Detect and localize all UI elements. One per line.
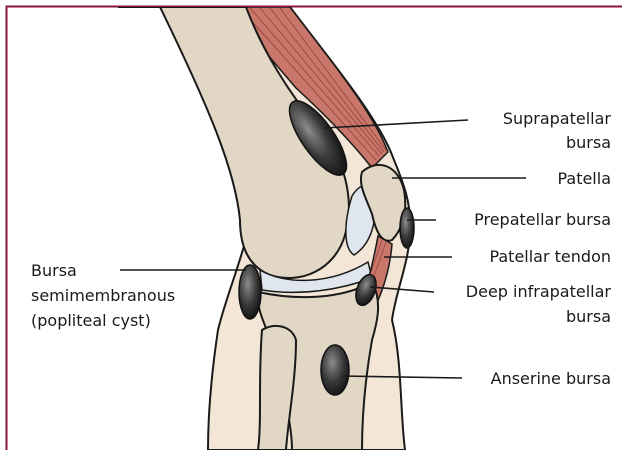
label-suprapatellar-1: Suprapatellar	[503, 109, 612, 128]
semimembranous-bursa-shape	[239, 265, 261, 319]
label-semimem-2: semimembranous	[31, 286, 175, 305]
label-prepatellar: Prepatellar bursa	[474, 210, 611, 229]
label-patellar-tendon: Patellar tendon	[489, 247, 611, 266]
label-deep-infra-1: Deep infrapatellar	[466, 282, 612, 301]
label-semimem-3: (popliteal cyst)	[31, 311, 151, 330]
label-anserine: Anserine bursa	[491, 369, 611, 388]
label-suprapatellar-2: bursa	[566, 133, 611, 152]
anserine-bursa-shape	[321, 345, 349, 395]
label-deep-infra-2: bursa	[566, 307, 611, 326]
label-patella: Patella	[557, 169, 611, 188]
prepatellar-bursa-shape	[400, 208, 414, 248]
label-semimem-1: Bursa	[31, 261, 77, 280]
